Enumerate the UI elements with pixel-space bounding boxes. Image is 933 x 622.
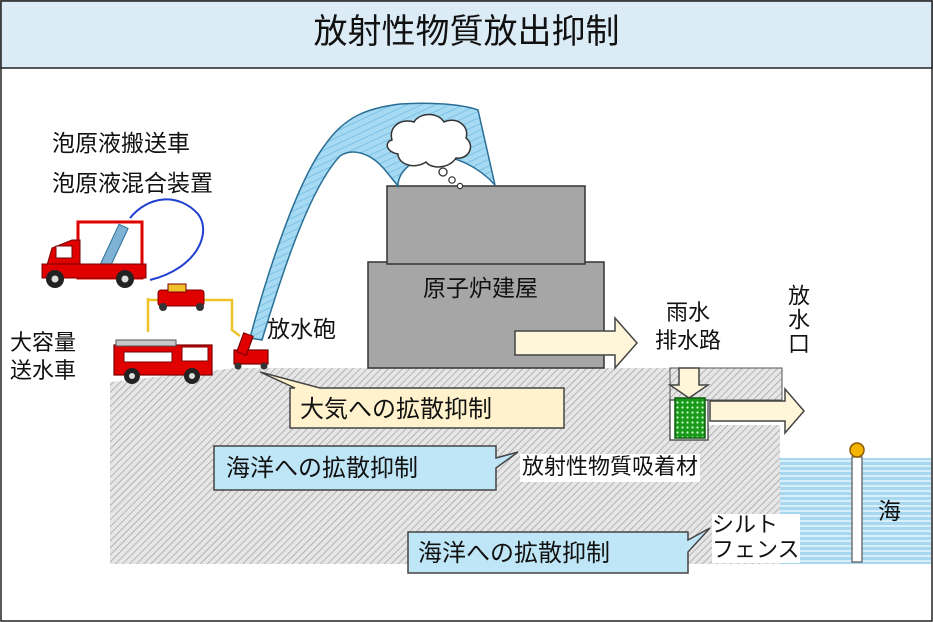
callout-ocean-1 <box>213 445 519 491</box>
callout-atmosphere-text: 大気への拡散抑制 <box>300 395 492 423</box>
label-outlet: 放水口 <box>784 284 809 356</box>
pump-truck-ladder <box>115 339 177 347</box>
label-sea: 海 <box>878 499 901 525</box>
pump-truck-window <box>181 346 209 362</box>
label-foam-transport-truck: 泡原液搬送車 <box>52 131 190 157</box>
adsorbent-block <box>674 397 706 439</box>
label-water-cannon: 放水砲 <box>267 317 336 343</box>
pump-truck-panel <box>123 351 173 363</box>
label-rain-drain: 雨水 排水路 <box>654 301 721 355</box>
outflow-arrow <box>514 316 638 370</box>
reactor-building-top <box>386 185 586 265</box>
foam-mixer-top <box>167 283 187 293</box>
foam-mixer-wheel <box>196 303 204 311</box>
label-high-volume-pump-truck: 大容量 送水車 <box>10 331 77 385</box>
pump-truck-hub <box>129 373 135 379</box>
label-foam-mixing-device: 泡原液混合装置 <box>52 171 213 197</box>
water-spray-arc <box>249 102 496 341</box>
callout-ocean-1-text: 海洋への拡散抑制 <box>226 454 418 482</box>
water-cannon-wheel <box>234 362 242 370</box>
foam-mixer-wheel <box>159 303 167 311</box>
water-cannon-barrel <box>236 332 254 356</box>
silt-fence-pole <box>851 456 863 563</box>
callout-ocean-2 <box>407 527 711 574</box>
callout-ocean-2-text: 海洋への拡散抑制 <box>418 539 610 567</box>
label-adsorbent: 放射性物質吸着材 <box>520 454 701 483</box>
hose-foam <box>129 198 205 281</box>
callout-atmosphere <box>259 371 565 429</box>
pump-truck-hub <box>189 373 195 379</box>
foam-truck-hub <box>51 275 59 283</box>
water-cannon-wheel <box>260 362 268 370</box>
foam-truck-hub <box>121 275 129 283</box>
spray-cloud <box>386 113 472 168</box>
label-silt-fence: シルト フェンス <box>712 513 800 564</box>
spray-bubble <box>438 167 448 177</box>
foam-truck-window <box>55 245 73 259</box>
title-bar <box>0 0 933 69</box>
label-reactor-building: 原子炉建屋 <box>423 276 538 302</box>
spray-bubble <box>448 176 456 184</box>
spray-bubble <box>456 182 464 190</box>
drain-down-arrow <box>667 367 711 399</box>
outlet-arrow <box>709 386 805 436</box>
page-title: 放射性物質放出抑制 <box>313 12 620 52</box>
silt-fence-float <box>849 442 865 458</box>
